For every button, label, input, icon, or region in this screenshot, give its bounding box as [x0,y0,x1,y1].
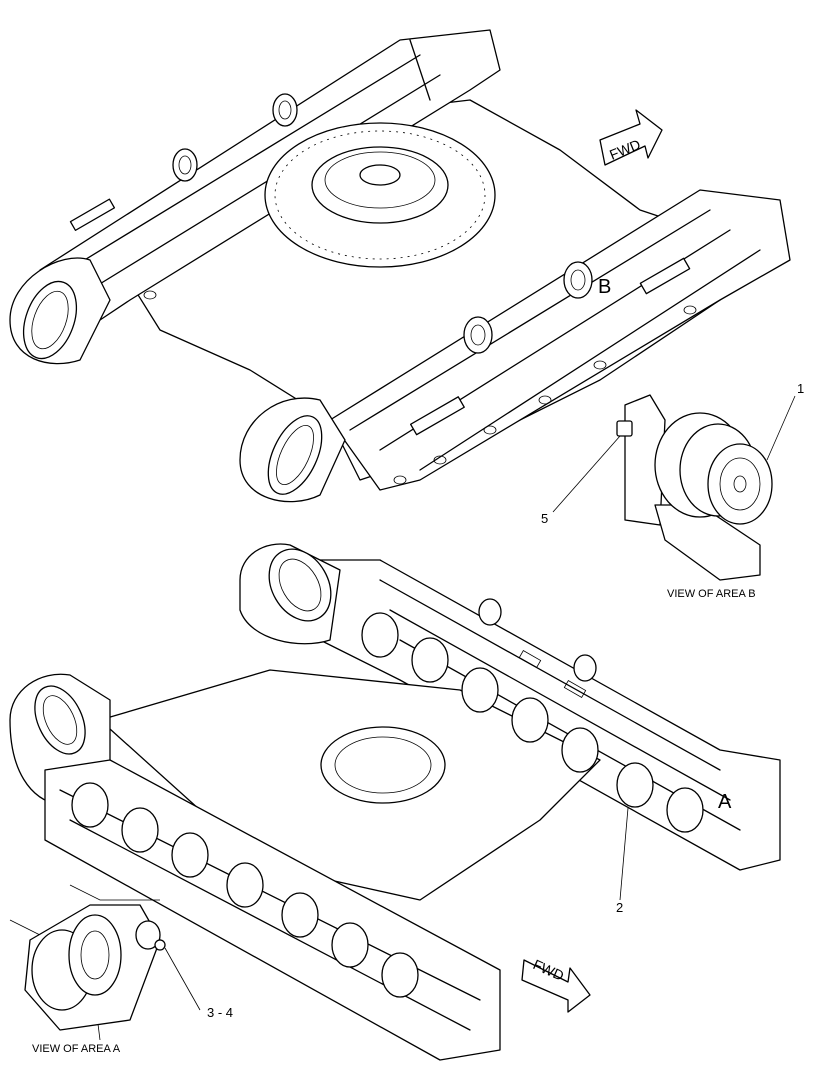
fwd-arrow-top: FWD [599,109,663,166]
track-rollers-front [71,782,419,998]
track-rollers-back [361,612,704,833]
callout-1: 1 [797,381,804,396]
callout-2: 2 [616,900,623,915]
caption-view-a: VIEW OF AREA A [32,1043,121,1055]
carrier-roller-top-left [172,148,198,182]
carrier-roller-b [563,261,593,299]
leader-lines [164,395,796,1011]
carrier-roller-right [463,316,493,354]
area-marker-a: A [718,791,732,813]
lower-frame-assembly [9,543,781,1061]
fwd-arrow-bottom: FWD [521,956,591,1013]
detail-view-a [9,884,166,1041]
carrier-roller-top-center [272,93,298,127]
area-marker-b: B [598,276,611,298]
callout-3-4: 3 - 4 [207,1005,233,1020]
callout-5: 5 [541,511,548,526]
detail-view-b [616,394,773,581]
upper-frame-assembly [9,29,791,503]
caption-view-b: VIEW OF AREA B [667,588,756,600]
